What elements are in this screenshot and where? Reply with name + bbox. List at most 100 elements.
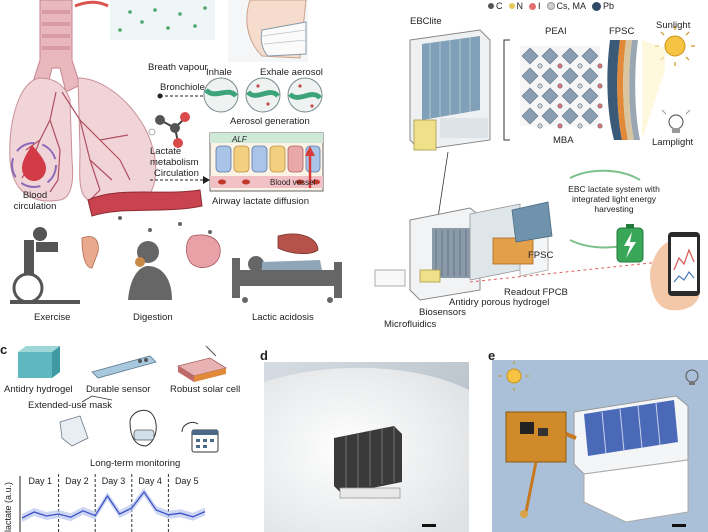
label-alf: ALF (232, 135, 247, 144)
panel-e-photo (492, 360, 708, 532)
label-microfluidics: Microfluidics (384, 319, 437, 330)
lactic-acidosis-icon (232, 256, 342, 303)
panel-d: d (244, 342, 472, 532)
smartphone-icon (650, 232, 700, 311)
label-airway-lactate-diffusion: Airway lactate diffusion (212, 196, 309, 207)
breath-mist-area (110, 0, 215, 40)
lattice-atom (577, 123, 583, 129)
label-inhale: Inhale (206, 67, 232, 78)
day-label: Day 1 (29, 476, 53, 486)
label-blood-vessel: Blood vessel (270, 178, 316, 187)
exhale-circle-2 (287, 77, 323, 113)
panel-e: e (476, 342, 708, 532)
lattice-atom (537, 103, 543, 109)
lattice-octahedron (581, 47, 599, 65)
lattice-atom (577, 63, 583, 69)
panel-c-icons (18, 345, 228, 453)
scale-bar (422, 524, 436, 527)
legend-swatch-pb (592, 1, 602, 11)
lattice-octahedron (521, 87, 539, 105)
lattice-atom (557, 63, 563, 69)
device-on-mask (334, 426, 402, 499)
lattice-atom (537, 63, 543, 69)
panel-b-illustration (374, 26, 700, 311)
label-aerosol-generation: Aerosol generation (230, 116, 310, 127)
masked-face-icon (129, 409, 157, 447)
label-fpsc: FPSC (528, 250, 554, 261)
label-fpsc-top: FPSC (609, 26, 635, 37)
sun-icon-e (499, 361, 529, 391)
lattice-octahedron (561, 107, 579, 125)
ebclite-device (409, 29, 491, 151)
legend-swatch-c (488, 3, 494, 9)
panel-a-illustration (9, 0, 342, 304)
lattice-octahedron (541, 107, 559, 125)
label-antidry-hydrogel-c: Antidry hydrogel (4, 384, 73, 395)
label-breath-vapour: Breath vapour (148, 62, 208, 73)
legend-swatch-i (529, 2, 536, 10)
exhale-circle-1 (245, 77, 281, 113)
blood-drop-icon (22, 145, 46, 181)
muscle-icon (81, 236, 99, 269)
panel-letter-c: c (0, 342, 8, 357)
label-exhale-aerosol: Exhale aerosol (260, 67, 323, 78)
legend-item-pb: Pb (592, 1, 614, 11)
lattice-atom (597, 123, 603, 129)
label-sunlight: Sunlight (656, 20, 691, 31)
lattice-octahedron (541, 87, 559, 105)
sun-icon (655, 26, 695, 66)
lattice-atom (597, 103, 603, 109)
label-exercise: Exercise (34, 312, 71, 323)
lattice-atom (557, 103, 563, 109)
lattice-atom (537, 83, 543, 89)
lattice-octahedron (521, 47, 539, 65)
alf-layer (210, 133, 323, 143)
panel-c: c (0, 342, 240, 532)
mask-shape (260, 21, 307, 57)
label-blood-circulation: Blood circulation (13, 190, 57, 212)
battery-icon (616, 224, 644, 263)
inhale-circle (203, 77, 239, 113)
legend-swatch-n (508, 3, 515, 9)
exhale-arrow (74, 0, 109, 8)
lattice-octahedron (521, 107, 539, 125)
digestion-icon (128, 241, 172, 300)
blood-vessel-tube (87, 189, 203, 217)
label-mba: MBA (553, 135, 574, 146)
legend-swatch-cs-ma (546, 2, 555, 10)
lattice-octahedron (521, 67, 539, 85)
label-lamplight: Lamplight (652, 137, 694, 148)
label-biosensors: Biosensors (419, 307, 466, 318)
aerosol-particles (118, 6, 207, 32)
sensor-strip-icon (91, 355, 157, 379)
lattice-octahedron (561, 87, 579, 105)
lamp-icon-e (685, 369, 699, 385)
lattice-octahedron (581, 67, 599, 85)
legend-item-c: C (488, 1, 503, 11)
atom-legend: C N I Cs, MA Pb (488, 0, 614, 12)
panel-letter-d: d (260, 348, 268, 363)
scale-bar-e (672, 524, 686, 527)
label-long-term-monitoring: Long-term monitoring (90, 458, 181, 469)
fpcb-board-photo (505, 411, 577, 518)
label-lactate-metabolism: Lactate metabolism (150, 146, 199, 168)
calendar-icon (181, 421, 219, 453)
label-durable-sensor: Durable sensor (86, 384, 151, 395)
lattice-atom (557, 123, 563, 129)
chart-ylabel: lactate (a.u.) (3, 482, 13, 532)
label-peai: PEAI (545, 26, 567, 37)
lattice-octahedra (521, 47, 603, 129)
liver-icon (277, 233, 319, 254)
lattice-atom (577, 103, 583, 109)
solar-cell-icon (176, 345, 228, 382)
panel-a: Breath vapour Bronchiole Inhale Exhale a… (0, 0, 368, 335)
epithelial-cells (215, 145, 321, 173)
extended-use-mask-icon (59, 395, 113, 447)
trachea-rings (42, 10, 70, 14)
intestine-icon (186, 234, 221, 268)
lattice-octahedron (541, 47, 559, 65)
label-robust-solar-cell: Robust solar cell (170, 384, 241, 395)
legend-item-cs-ma: Cs, MA (546, 1, 586, 11)
lactate-series-line (21, 490, 206, 519)
panel-b: C N I Cs, MA Pb (370, 0, 708, 335)
